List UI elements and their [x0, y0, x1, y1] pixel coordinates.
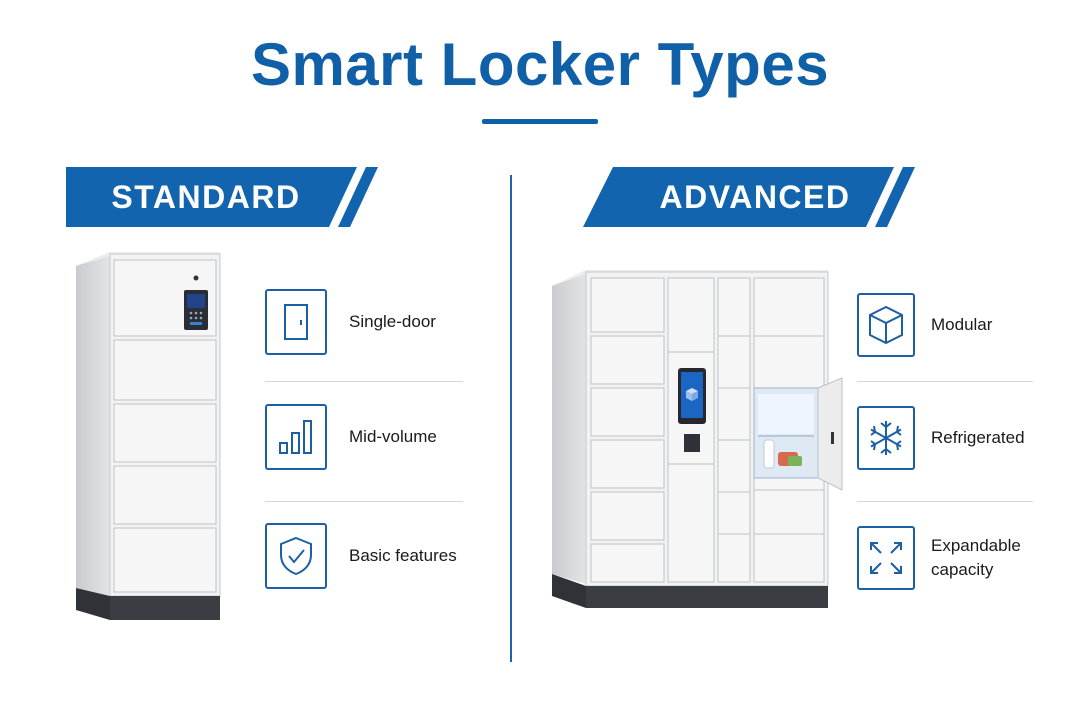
advanced-heading: ADVANCED [659, 179, 851, 215]
separator [857, 501, 1033, 502]
feature-label: Basic features [349, 546, 457, 565]
standard-locker-illustration [76, 252, 221, 620]
feature-expandable-capacity: Expandable capacity [857, 526, 1057, 596]
snowflake-icon [857, 406, 915, 470]
feature-label: Single-door [349, 312, 436, 331]
feature-modular: Modular [857, 293, 1057, 363]
center-divider [510, 175, 512, 662]
feature-label: Refrigerated [931, 428, 1025, 447]
single-door-icon [265, 289, 327, 355]
feature-label: Expandable capacity [931, 526, 1021, 590]
standard-banner: STANDARD [66, 167, 378, 227]
advanced-locker-illustration [552, 270, 843, 608]
standard-heading: STANDARD [111, 179, 301, 215]
expand-arrows-icon [857, 526, 915, 590]
advanced-banner-shape [583, 167, 915, 227]
feature-mid-volume: Mid-volume [265, 404, 485, 474]
bar-chart-icon [265, 404, 327, 470]
title-underline [482, 119, 598, 124]
page-title: Smart Locker Types [250, 31, 830, 98]
cube-icon [857, 293, 915, 357]
separator [265, 381, 463, 382]
feature-label: Mid-volume [349, 427, 437, 446]
shield-check-icon [265, 523, 327, 589]
feature-refrigerated: Refrigerated [857, 406, 1057, 476]
feature-label-line: Expandable [931, 536, 1021, 555]
feature-basic-features: Basic features [265, 523, 485, 593]
advanced-banner: ADVANCED [583, 167, 915, 227]
separator [265, 501, 463, 502]
standard-banner-shape [66, 167, 378, 227]
feature-label: Modular [931, 315, 993, 334]
feature-label-line: capacity [931, 560, 994, 579]
separator [857, 381, 1033, 382]
feature-single-door: Single-door [265, 289, 485, 359]
